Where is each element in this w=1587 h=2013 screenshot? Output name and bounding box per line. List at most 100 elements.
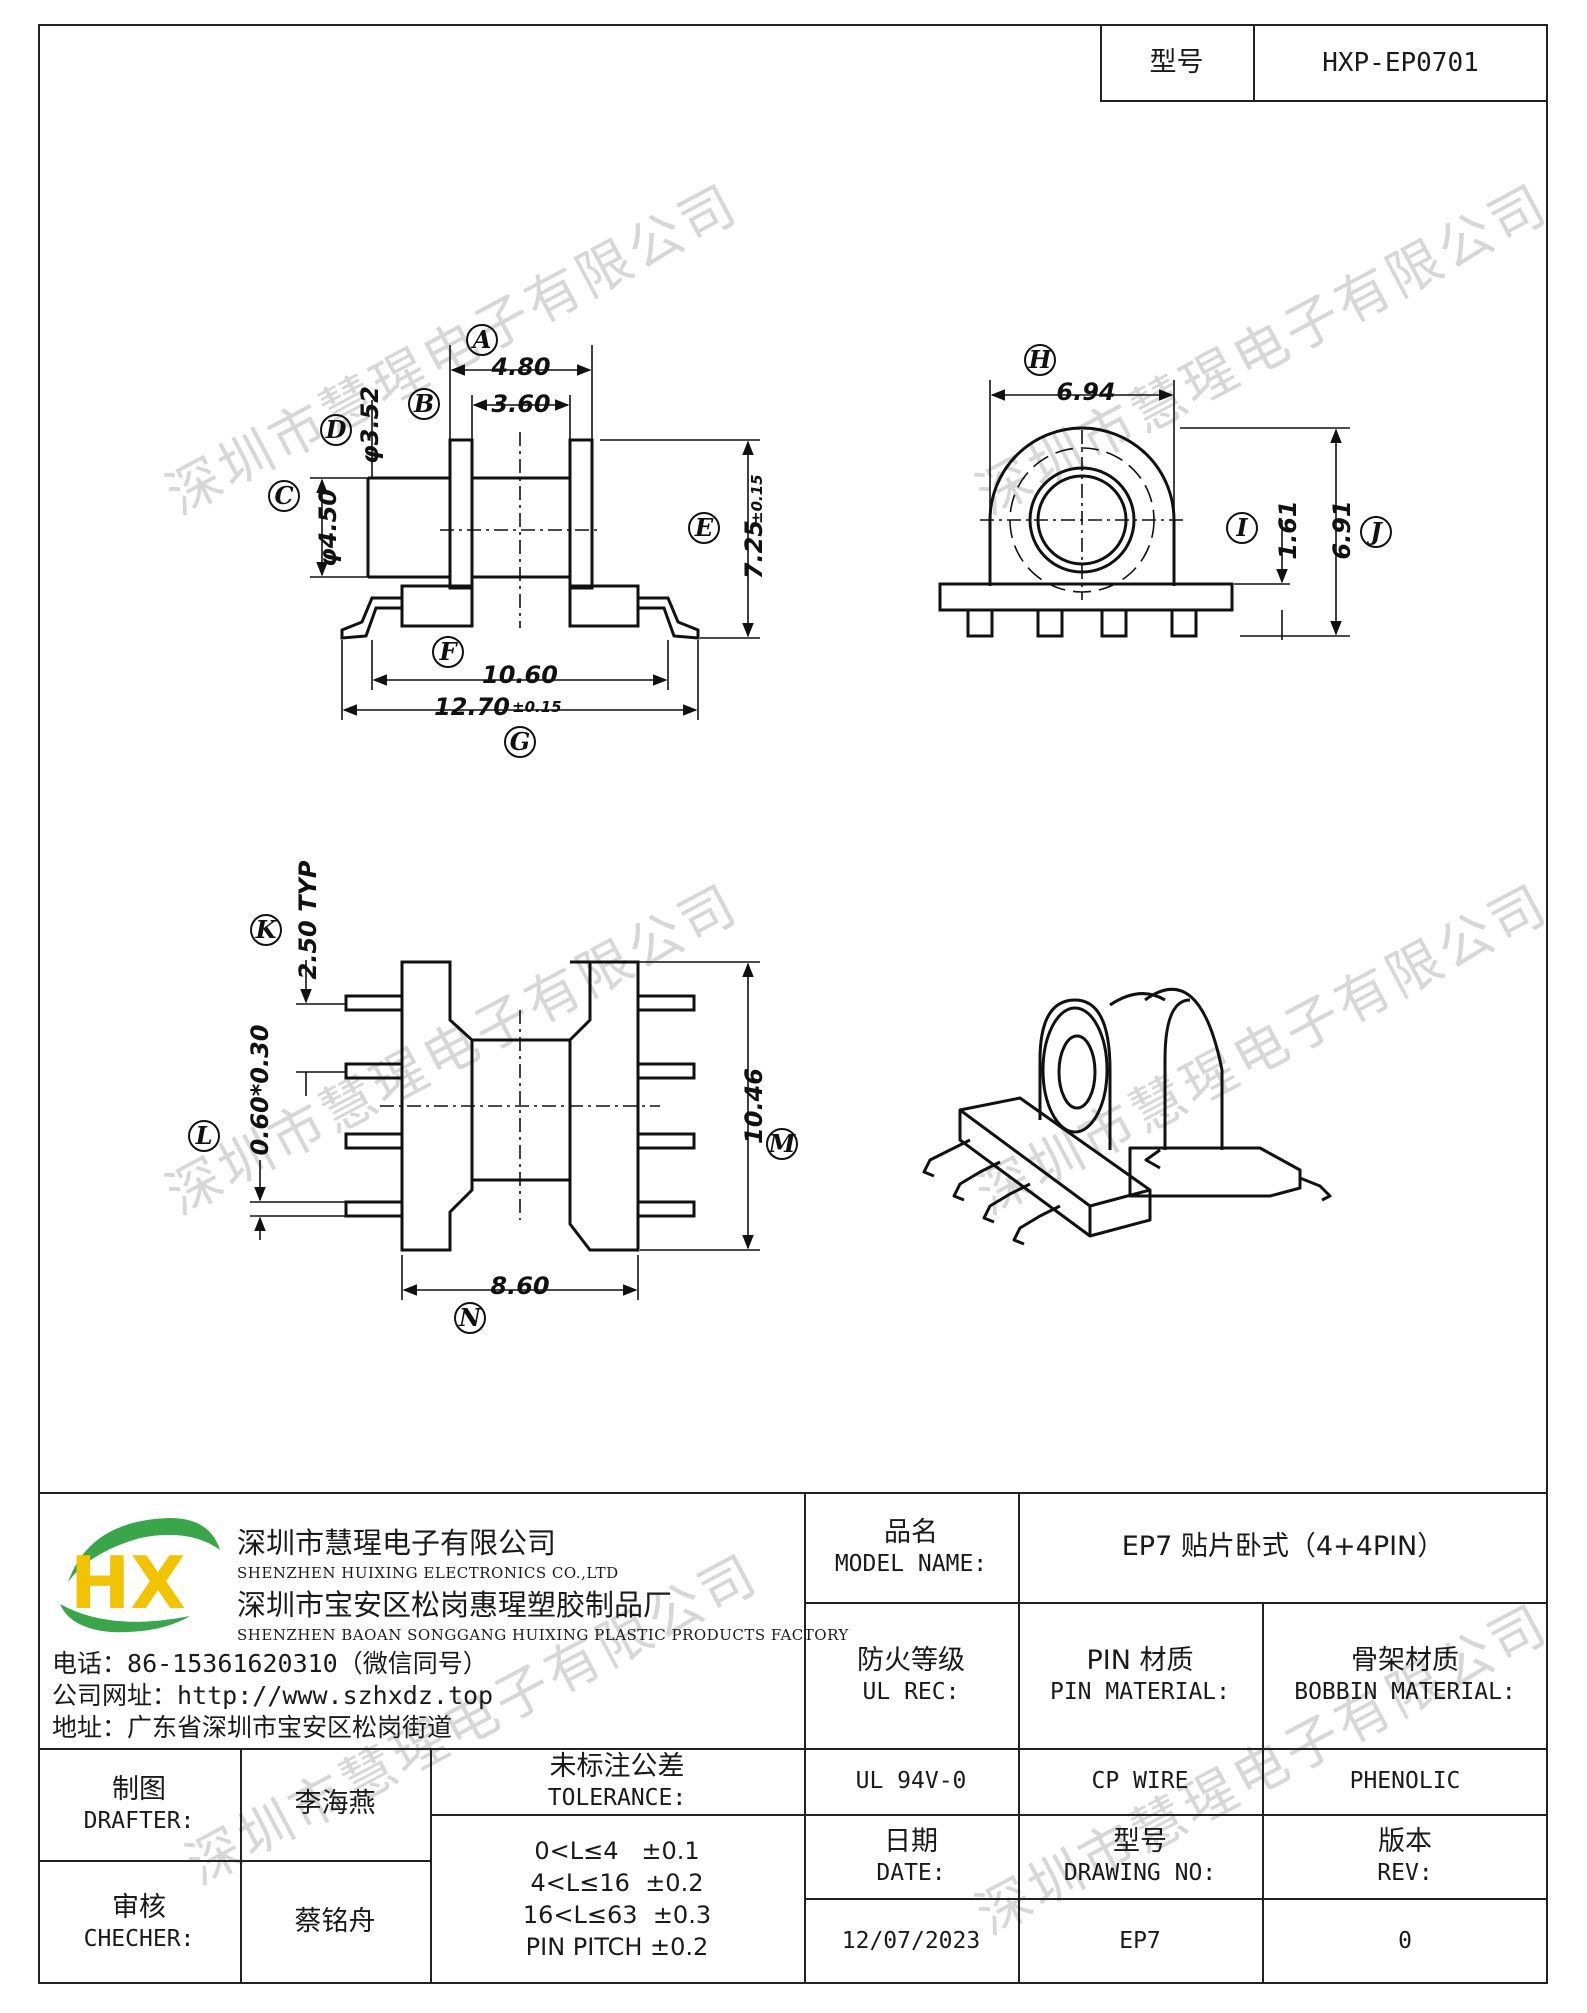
left-flange: [448, 438, 474, 590]
dim-tag-h: H: [1028, 345, 1053, 374]
checker-value: 蔡铭舟: [294, 1906, 376, 1938]
dim-h-value: 6.94: [1056, 378, 1115, 406]
checker-label-en: CHECHER:: [83, 1925, 195, 1952]
header-model-label: 型号: [1149, 47, 1204, 79]
company-logo: HX: [60, 1518, 220, 1633]
dim-tag-e: E: [694, 513, 714, 542]
rev-label-cn: 版本: [1378, 1825, 1432, 1857]
grid-line: [38, 1860, 430, 1862]
pin-material-value: CP WIRE: [1091, 1767, 1189, 1794]
drafter-label-en: DRAFTER:: [83, 1807, 195, 1834]
date-label-en: DATE:: [876, 1859, 946, 1886]
isometric-view: [922, 988, 1332, 1246]
dim-tag-d: D: [325, 415, 347, 444]
checker-label: 审核 CHECHER:: [38, 1860, 240, 1984]
address-value: 广东省深圳市宝安区松岗街道: [127, 1713, 453, 1742]
header-model-value: HXP-EP0701: [1322, 47, 1479, 78]
grid-line: [1018, 1492, 1020, 1984]
header-model-box: [1100, 24, 1548, 102]
drawing-no-label: 型号 DRAWING NO:: [1018, 1814, 1262, 1898]
fire-rating-label-en: UL REC:: [862, 1678, 960, 1705]
dim-tag-f: F: [438, 637, 458, 666]
dim-c-value: φ4.50: [314, 489, 342, 567]
tolerance-label-en: TOLERANCE:: [547, 1784, 687, 1811]
address-label: 地址：: [52, 1713, 128, 1742]
header-divider: [1253, 24, 1255, 102]
bobbin-material-label-cn: 骨架材质: [1351, 1644, 1459, 1676]
dim-k-value: 2.50 TYP: [294, 860, 322, 979]
dim-f-value: 10.60: [482, 661, 558, 689]
phone-note: （微信同号）: [337, 1649, 488, 1678]
rev-label-en: REV:: [1377, 1859, 1433, 1886]
dim-tag-k: K: [255, 915, 278, 944]
pin-material-label-cn: PIN 材质: [1086, 1644, 1194, 1676]
dim-b-value: 3.60: [491, 390, 550, 418]
tolerance-values: 0<L≤4 ±0.1 4<L≤16 ±0.2 16<L≤63 ±0.3 PIN …: [430, 1814, 804, 1984]
company-name-cn: 深圳市慧瑆电子有限公司: [237, 1526, 557, 1560]
model-name-label-en: MODEL NAME:: [834, 1550, 988, 1577]
dim-i-value: 1.61: [1274, 500, 1302, 559]
title-divider: [804, 1492, 806, 1984]
contact-phone: 电话：86-15361620310（微信同号）: [52, 1648, 488, 1680]
factory-name-cn: 深圳市宝安区松岗惠瑆塑胶制品厂: [237, 1588, 673, 1622]
grid-line: [804, 1898, 1548, 1900]
contact-address: 地址：广东省深圳市宝安区松岗街道: [52, 1712, 452, 1744]
fire-rating-label-cn: 防火等级: [857, 1644, 965, 1676]
company-name-en: SHENZHEN HUIXING ELECTRONICS CO.,LTD: [237, 1564, 619, 1582]
drawing-no-label-cn: 型号: [1113, 1825, 1167, 1857]
grid-line: [430, 1748, 432, 1984]
title-block-top: [38, 1492, 1548, 1494]
dim-j-value: 6.91: [1328, 500, 1356, 559]
phone-value: 86-15361620310: [127, 1649, 338, 1678]
drafter-value: 李海燕: [294, 1788, 376, 1820]
date-value: 12/07/2023: [841, 1927, 981, 1954]
drafter-label: 制图 DRAFTER:: [38, 1748, 240, 1860]
dim-tag-a: A: [471, 325, 492, 354]
web-value[interactable]: http://www.szhxdz.top: [177, 1681, 494, 1710]
dim-tag-g: G: [510, 727, 531, 756]
right-pin: [638, 596, 700, 640]
tolerance-label: 未标注公差 TOLERANCE:: [430, 1748, 804, 1814]
fire-rating-label: 防火等级 UL REC:: [804, 1602, 1018, 1748]
dim-l-value: 0.60*0.30: [246, 1025, 274, 1156]
tolerance-line: 4<L≤16 ±0.2: [530, 1869, 704, 1897]
model-name-label: 品名 MODEL NAME:: [804, 1492, 1018, 1602]
phone-label: 电话：: [52, 1649, 128, 1678]
bobbin-material-value: PHENOLIC: [1349, 1767, 1461, 1794]
date-label-cn: 日期: [884, 1825, 938, 1857]
tolerance-line: 0<L≤4 ±0.1: [534, 1837, 700, 1865]
rev-value: 0: [1398, 1927, 1412, 1954]
grid-line: [804, 1602, 1548, 1604]
drawing-no-label-en: DRAWING NO:: [1063, 1859, 1217, 1886]
left-base: [400, 584, 474, 628]
end-flange: [988, 426, 1176, 586]
dim-tag-n: N: [458, 1303, 482, 1332]
tolerance-line: PIN PITCH ±0.2: [525, 1933, 709, 1961]
drawing-frame: [38, 24, 1548, 1984]
left-pin: [340, 596, 402, 640]
end-view: [938, 426, 1234, 638]
bobbin-material-label: 骨架材质 BOBBIN MATERIAL:: [1262, 1602, 1548, 1748]
pin-material-label: PIN 材质 PIN MATERIAL:: [1018, 1602, 1262, 1748]
fire-rating-value: UL 94V-0: [855, 1767, 967, 1794]
dim-e-value: 7.25: [740, 520, 768, 579]
right-flange: [568, 438, 594, 590]
drafter-label-cn: 制图: [112, 1773, 166, 1805]
dim-g-tol: ±0.15: [512, 698, 562, 716]
dim-g-value: 12.70: [434, 693, 510, 721]
dim-tag-i: I: [1235, 513, 1248, 542]
dim-tag-c: C: [274, 481, 293, 510]
dim-tag-l: L: [195, 1121, 213, 1150]
top-view: [344, 960, 696, 1252]
left-flange-top: [400, 960, 474, 1252]
factory-name-en: SHENZHEN BAOAN SONGGANG HUIXING PLASTIC …: [237, 1626, 849, 1644]
end-base: [938, 582, 1234, 612]
grid-line: [1262, 1748, 1264, 1984]
dim-tag-m: M: [768, 1129, 797, 1158]
grid-line: [240, 1748, 242, 1984]
dim-a-value: 4.80: [490, 353, 550, 381]
technical-drawing: A B D C E F G 4.80 3.60 φ3.52 φ4.50 7.25…: [188, 324, 1392, 1334]
grid-line: [804, 1814, 1548, 1816]
pin-material-label-en: PIN MATERIAL:: [1049, 1678, 1230, 1705]
dim-d-value: φ3.52: [356, 386, 384, 464]
